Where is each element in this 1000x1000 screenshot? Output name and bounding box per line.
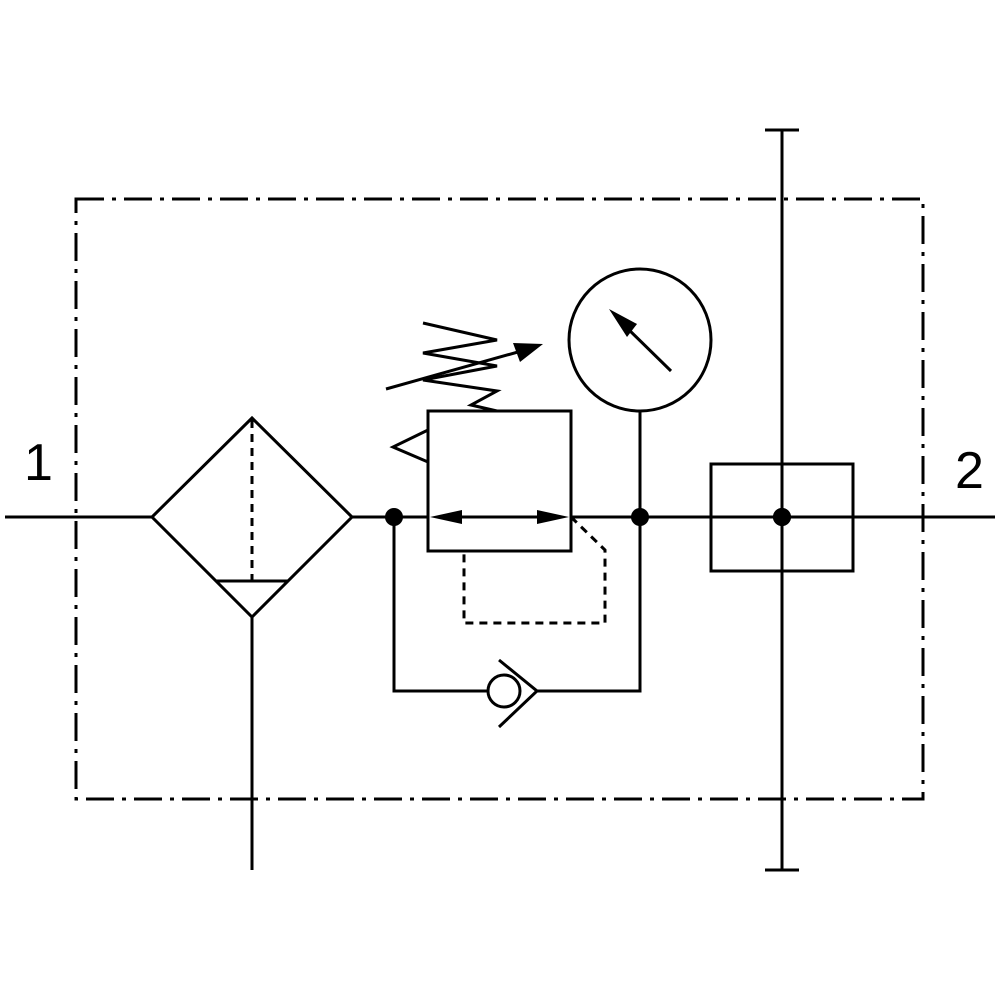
bypass-line-inlet [392,517,487,693]
gauge-needle-arrowhead [609,309,637,337]
regulator-arrow-left [430,510,462,524]
enclosure-boundary [74,197,925,801]
filter-housing [149,415,355,620]
port-1-label: 1 [24,434,53,492]
regulator-relief-triangle [389,428,429,464]
gauge-needle [622,323,673,373]
filter-symbol [149,415,355,870]
spring-adjust-arrowhead [513,343,543,362]
port-2-label: 2 [955,442,984,500]
regulator-pilot-line [462,515,607,625]
regulator-body [426,409,573,553]
bypass-line-outlet [537,517,642,693]
junction-dot-distributor-center [773,508,791,526]
spring-adjust-line [385,348,526,391]
distributor-block-symbol [709,128,855,872]
pressure-gauge-symbol [567,267,713,517]
bypass-check-valve-branch [392,517,642,729]
regulator-spring [422,321,502,413]
pressure-regulator-symbol [385,321,607,625]
check-valve-ball [486,673,522,709]
gauge-dial [567,267,713,413]
regulator-arrow-right [537,510,569,524]
check-valve-seat [497,658,540,729]
